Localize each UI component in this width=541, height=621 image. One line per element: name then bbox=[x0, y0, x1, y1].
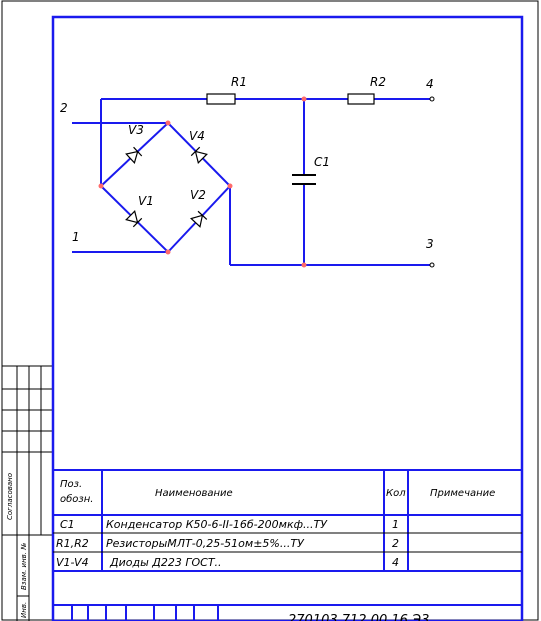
label-r2: R2 bbox=[370, 75, 386, 89]
row-1-qty: 1 bbox=[392, 518, 399, 531]
terminal-2-label: 2 bbox=[60, 101, 68, 115]
row-3-pos: V1-V4 bbox=[56, 556, 89, 569]
side-label-inv: Инв. bbox=[20, 602, 28, 618]
row-2-qty: 2 bbox=[392, 537, 399, 550]
diode-v4-symbol bbox=[190, 146, 208, 164]
row-1-pos: C1 bbox=[60, 518, 75, 531]
resistor-r2 bbox=[347, 93, 375, 105]
label-v1: V1 bbox=[138, 194, 154, 208]
side-label-agreed: Согласовано bbox=[6, 473, 14, 520]
node-left bbox=[98, 183, 104, 189]
node-right bbox=[227, 183, 233, 189]
side-label-sub-inv: Взам. инв. № bbox=[20, 542, 28, 590]
row-2-pos: R1,R2 bbox=[56, 537, 89, 550]
label-c1: C1 bbox=[314, 155, 330, 169]
terminal-3-pin bbox=[429, 262, 435, 268]
row-2-name: РезисторыМЛТ-0,25-51ом±5%...ТУ bbox=[106, 537, 305, 550]
header-name: Наименование bbox=[155, 488, 233, 499]
header-pos-line1: Поз. bbox=[60, 479, 82, 490]
spec-table-row-lines bbox=[53, 532, 522, 553]
diode-v2-symbol bbox=[190, 210, 208, 228]
resistor-r1 bbox=[206, 93, 236, 105]
row-1-name: Конденсатор К50-6-II-16б-200мкф...ТУ bbox=[106, 518, 328, 531]
terminal-3-label: 3 bbox=[426, 237, 434, 251]
header-pos-line2: обозн. bbox=[60, 493, 93, 505]
node-cap-top bbox=[301, 96, 307, 102]
label-v2: V2 bbox=[190, 188, 206, 202]
spec-table-grid bbox=[53, 469, 522, 621]
bridge-diamond bbox=[100, 121, 232, 254]
document-code: 270103.712.00.16.Э3 bbox=[288, 613, 429, 621]
diode-v1-symbol bbox=[125, 210, 143, 228]
terminal-1-label: 1 bbox=[72, 230, 80, 244]
node-top bbox=[165, 120, 171, 126]
node-cap-bottom bbox=[301, 262, 307, 268]
terminal-4-label: 4 bbox=[426, 77, 434, 91]
header-qty: Кол bbox=[386, 488, 406, 499]
terminal-4-pin bbox=[429, 96, 435, 102]
header-note: Примечание bbox=[430, 488, 495, 499]
drawing-frame bbox=[51, 15, 524, 621]
label-r1: R1 bbox=[231, 75, 247, 89]
label-v4: V4 bbox=[189, 129, 205, 143]
label-v3: V3 bbox=[128, 123, 144, 137]
schematic bbox=[72, 98, 432, 266]
left-stamp bbox=[2, 365, 53, 621]
row-3-qty: 4 bbox=[392, 556, 399, 569]
diode-v3-symbol bbox=[125, 146, 143, 164]
node-bottom bbox=[165, 249, 171, 255]
row-3-name: Диоды Д223 ГОСТ.. bbox=[109, 556, 222, 569]
